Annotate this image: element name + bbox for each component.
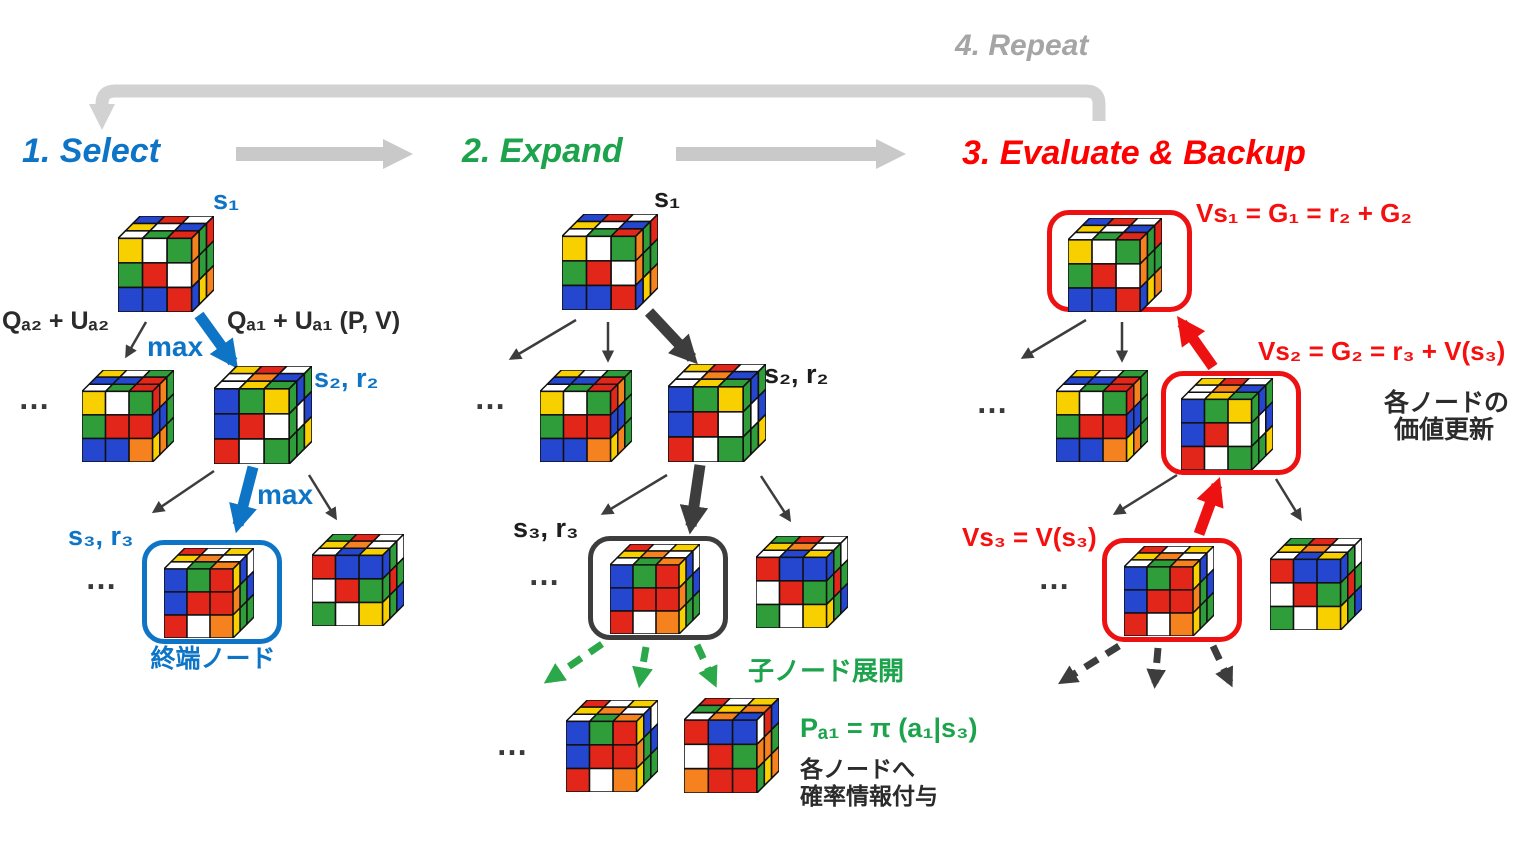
evaluate-cube-sibling: [1056, 370, 1148, 462]
expand-ellipsis-row3: …: [528, 556, 562, 592]
repeat-arrowhead-icon: [89, 104, 115, 130]
select-s1-label: s₁: [213, 185, 240, 215]
evaluate-s1-left-arrow: [1020, 318, 1087, 359]
expand-select-arrow-2: [679, 464, 709, 535]
evaluate-cube-s2: [1181, 378, 1273, 470]
expand-prob-line2: 確率情報付与: [800, 783, 938, 809]
expand-cube-child1: [566, 700, 658, 792]
backup-arrow-s3-to-s2: [1193, 476, 1224, 536]
expand-selected-box: [588, 536, 728, 640]
evaluate-dashed-right: [1209, 644, 1234, 688]
expand-s2-right-arrow: [759, 475, 792, 523]
evaluate-s3-box: [1102, 538, 1242, 642]
select-ellipsis-row3: …: [85, 560, 119, 596]
select-ellipsis-row2: …: [18, 380, 52, 416]
select-max-arrow-2: [229, 465, 259, 534]
select-s2-left-arrow: [151, 469, 215, 514]
expand-child-arrow-right: [693, 643, 718, 688]
expand-to-evaluate-arrow-icon: [676, 139, 906, 169]
repeat-loop-path: [95, 84, 1106, 121]
expand-s2-label: s₂, r₂: [764, 359, 829, 389]
evaluate-dashed-left: [1058, 643, 1121, 685]
expand-select-arrow-1: [644, 308, 698, 365]
evaluate-cube-s1: [1068, 218, 1162, 312]
expand-ellipsis-row4: …: [496, 726, 530, 762]
select-max-label-1: max: [147, 331, 204, 362]
expand-cube-s1: [562, 214, 658, 310]
select-title: 1. Select: [22, 132, 160, 170]
expand-cube-sibling: [540, 370, 632, 462]
expand-title: 2. Expand: [462, 132, 623, 170]
select-q-left-label: Qₐ₂ + Uₐ₂: [2, 307, 110, 335]
select-max-label-2: max: [257, 479, 314, 510]
select-q-right-label: Qₐ₁ + Uₐ₁ (P, V): [227, 307, 401, 335]
evaluate-s2-left-arrow: [1112, 473, 1178, 515]
select-cube-s3: [164, 548, 254, 638]
evaluate-ellipsis-row3: …: [1038, 560, 1072, 596]
select-s1-left-arrow: [125, 321, 148, 359]
evaluate-dashed-mid: [1146, 647, 1166, 689]
expand-s1-left-arrow: [508, 318, 577, 360]
select-cube-s3-sibling: [312, 534, 404, 626]
expand-s1-label: s₁: [654, 183, 681, 213]
select-cube-sibling: [82, 370, 174, 462]
expand-p-formula: Pₐ₁ = π (a₁|s₃): [800, 713, 978, 743]
evaluate-v1-formula: Vs₁ = G₁ = r₂ + G₂: [1196, 198, 1412, 228]
evaluate-dashed-arrows: [1058, 643, 1234, 689]
evaluate-v2-formula: Vs₂ = G₂ = r₃ + V(s₃): [1258, 336, 1506, 366]
expand-ellipsis-row2: …: [474, 380, 508, 416]
expand-cube-s2: [668, 364, 766, 462]
expand-prob-line1: 各ノードへ: [800, 756, 915, 782]
select-s3-label: s₃, r₃: [68, 521, 134, 551]
evaluate-title: 3. Evaluate & Backup: [962, 134, 1306, 172]
evaluate-s2-right-arrow: [1274, 478, 1302, 522]
expand-child-arrow-mid: [632, 646, 653, 689]
expand-child-label: 子ノード展開: [748, 656, 905, 686]
evaluate-note-line2: 価値更新: [1394, 416, 1495, 444]
expand-child-arrows: [543, 641, 718, 689]
backup-arrow-s2-to-s1: [1177, 315, 1218, 371]
evaluate-s2-box: [1161, 371, 1301, 475]
select-cube-s2: [214, 366, 312, 464]
evaluate-v3-formula: Vs₃ = V(s₃): [962, 522, 1097, 552]
select-terminal-box: [142, 540, 282, 644]
expand-s3-label: s₃, r₃: [513, 513, 579, 543]
expand-cube-child2: [684, 698, 779, 793]
expand-s2-left-arrow: [600, 473, 668, 515]
select-terminal-label: 終端ノード: [150, 645, 276, 673]
evaluate-ellipsis-row2: …: [976, 384, 1010, 420]
expand-cube-s3: [610, 544, 700, 634]
evaluate-note-line1: 各ノードの: [1384, 389, 1510, 417]
select-to-expand-arrow-icon: [236, 139, 413, 169]
repeat-label: 4. Repeat: [955, 29, 1089, 62]
select-cube-s1: [118, 216, 214, 312]
expand-cube-s3-sibling: [756, 536, 848, 628]
select-s2-label: s₂, r₂: [314, 363, 379, 393]
evaluate-cube-s3-sibling: [1270, 538, 1362, 630]
repeat-loop-arrow: [89, 84, 1106, 130]
expand-child-arrow-left: [543, 641, 604, 684]
evaluate-cube-s3: [1124, 546, 1214, 636]
